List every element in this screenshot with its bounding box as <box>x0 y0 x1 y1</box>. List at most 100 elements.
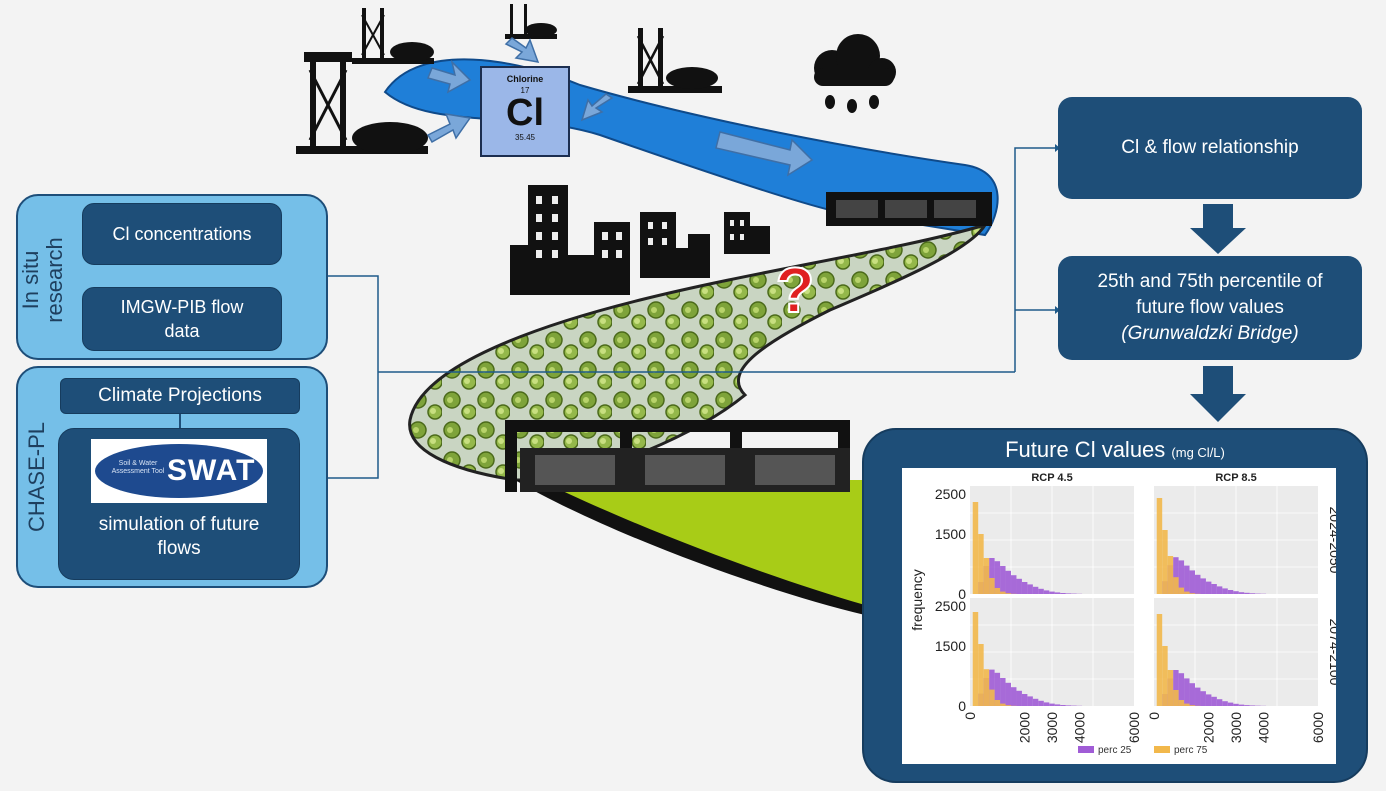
element-name: Chlorine <box>506 74 544 84</box>
histogram-bar-perc-25 <box>1054 592 1061 594</box>
histogram-bar-perc-25 <box>1016 578 1022 594</box>
legend-label: perc 75 <box>1174 745 1208 756</box>
histogram-bar-perc-25 <box>1027 696 1033 706</box>
histogram-bar-perc-25 <box>1173 670 1179 706</box>
histogram-bar-perc-75 <box>972 502 979 594</box>
histogram-bar-perc-75 <box>1162 530 1168 594</box>
histogram-bar-perc-25 <box>989 558 995 594</box>
histogram-bar-perc-25 <box>1065 593 1072 594</box>
histogram-bar-perc-25 <box>1049 703 1055 706</box>
histogram-bar-perc-25 <box>1060 593 1066 594</box>
histogram-bar-perc-75 <box>978 644 984 706</box>
river-algae <box>408 222 989 482</box>
histogram-bar-perc-75 <box>1005 705 1011 706</box>
histogram-bar-perc-25 <box>1211 584 1217 594</box>
histogram-bar-perc-75 <box>1000 591 1006 594</box>
down-arrow-icon <box>1190 366 1246 422</box>
arrowhead <box>1055 144 1060 152</box>
mine-headframe-icon <box>296 52 428 154</box>
histogram-bar-perc-25 <box>1222 588 1228 594</box>
histogram-bar-perc-75 <box>1189 705 1195 706</box>
city-windows <box>536 196 744 258</box>
histogram-bar-perc-25 <box>1043 590 1050 594</box>
percentile-box: 25th and 75th percentile of future flow … <box>1058 256 1362 360</box>
histogram-bar-perc-25 <box>1038 700 1044 706</box>
histogram-bar-perc-25 <box>1233 703 1239 706</box>
histogram-bar-perc-25 <box>1244 592 1250 594</box>
percentile-line1: 25th and 75th percentile of <box>1097 271 1323 292</box>
x-tick-label: 6000 <box>1126 712 1142 743</box>
histogram-bar-perc-25 <box>1049 591 1055 594</box>
column-header: RCP 4.5 <box>1031 472 1072 484</box>
histogram-bar-perc-25 <box>1016 690 1022 706</box>
bridge-upper <box>826 192 992 226</box>
histogram-bar-perc-25 <box>1032 698 1039 706</box>
x-tick-label: 0 <box>962 712 978 720</box>
histogram-bar-perc-25 <box>1200 578 1206 594</box>
y-tick-label: 0 <box>958 586 966 602</box>
histogram-bar-perc-25 <box>1211 696 1217 706</box>
histogram-bar-perc-75 <box>989 578 995 594</box>
row-label: 2024-2050 <box>1327 507 1336 574</box>
histogram-bar-perc-75 <box>1162 646 1168 706</box>
percentile-location: (Grunwaldzki Bridge) <box>1121 323 1299 344</box>
histogram-bar-perc-25 <box>994 561 1001 594</box>
histogram-bar-perc-25 <box>1011 687 1017 706</box>
histogram-bar-perc-75 <box>994 588 1001 594</box>
x-tick-label: 2000 <box>1017 712 1033 743</box>
histogram-bar-perc-25 <box>1200 691 1206 706</box>
histogram-bar-perc-25 <box>1244 705 1250 706</box>
legend-swatch <box>1078 746 1094 753</box>
histogram-bar-perc-75 <box>1178 587 1185 594</box>
histogram-bar-perc-25 <box>1227 702 1234 706</box>
histogram-bar-perc-25 <box>1032 586 1039 594</box>
rain-cloud-icon <box>814 34 896 113</box>
histogram-bar-perc-25 <box>1184 678 1190 706</box>
histogram-bar-perc-25 <box>1021 582 1028 594</box>
swat-logo-text: SWAT <box>167 454 256 487</box>
y-tick-label: 2500 <box>935 598 966 614</box>
histogram-bar-perc-25 <box>1027 584 1033 594</box>
y-axis-label: frequency <box>909 569 925 630</box>
question-mark-icon: ? <box>775 254 814 326</box>
histogram-bar-perc-25 <box>1021 694 1028 706</box>
histogram-bar-perc-75 <box>994 700 1001 706</box>
y-tick-label: 2500 <box>935 486 966 502</box>
element-mass: 35.45 <box>514 133 536 142</box>
y-tick-label: 1500 <box>935 638 966 654</box>
histogram-bar-perc-25 <box>1005 682 1011 706</box>
connector-lines <box>328 147 1055 479</box>
histogram-bar-perc-25 <box>1000 678 1006 706</box>
histogram-bar-perc-25 <box>1195 574 1201 594</box>
histogram-bar-perc-25 <box>1065 705 1072 706</box>
city-icon <box>510 185 770 295</box>
histogram-bar-perc-25 <box>1216 586 1223 594</box>
histogram-bar-perc-75 <box>1167 670 1174 706</box>
histogram-bar-perc-75 <box>983 669 990 706</box>
column-header: RCP 8.5 <box>1215 472 1256 484</box>
histogram-bar-perc-75 <box>983 558 990 594</box>
flow-data-box: IMGW-PIB flow data <box>82 287 282 351</box>
histogram-bar-perc-25 <box>1238 704 1245 706</box>
histogram-bar-perc-25 <box>1054 704 1061 706</box>
percentile-line2: future flow values <box>1136 297 1284 318</box>
chase-pl-label: CHASE-PL <box>24 421 49 533</box>
x-tick-label: 6000 <box>1310 712 1326 743</box>
legend-label: perc 25 <box>1098 745 1132 756</box>
histogram-bar-perc-75 <box>1184 591 1190 594</box>
histogram-bar-perc-25 <box>1178 673 1185 706</box>
row-label: 2074-2100 <box>1327 619 1336 686</box>
bridge-lower <box>505 420 850 492</box>
mine-headframe-icon <box>505 4 557 39</box>
simulation-label: simulation of future flows <box>98 514 260 559</box>
histogram-bar-perc-75 <box>1189 593 1195 594</box>
histogram-bar-perc-25 <box>1173 557 1179 594</box>
histogram-bar-perc-25 <box>1205 694 1212 706</box>
swat-small-text: Soil & Water Assessment Tool <box>111 460 165 475</box>
histogram-bar-perc-25 <box>989 669 995 706</box>
histogram-bar-perc-25 <box>1178 560 1185 594</box>
histogram-bar-perc-75 <box>1184 703 1190 706</box>
histogram-bar-perc-25 <box>1249 593 1256 594</box>
histogram-chart: RCP 4.5 RCP 8.5 2024-2050 2074-2100 2500 1500… <box>902 468 1336 764</box>
